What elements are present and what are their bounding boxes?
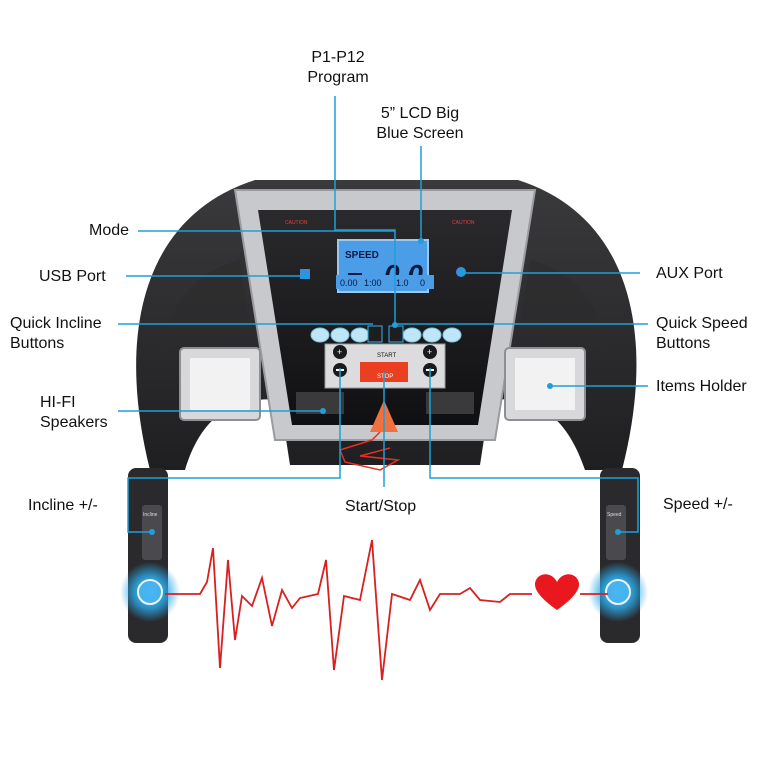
- speed-plus-button[interactable]: [423, 345, 437, 359]
- aux-port-label: AUX Port: [656, 265, 723, 282]
- lcd-small-4: 0: [420, 278, 425, 288]
- items-holder-label: Items Holder: [656, 378, 747, 395]
- lcd-speed-label: SPEED: [345, 250, 379, 261]
- plus-icon: +: [427, 347, 432, 357]
- heart-icon: [534, 574, 580, 610]
- lcd-small-3: 1.0: [396, 278, 409, 288]
- program-label: P1-P12 Program: [307, 49, 369, 86]
- center-panel: [233, 189, 537, 441]
- items-holder-right: [504, 347, 586, 421]
- mode-label: Mode: [89, 222, 130, 239]
- quick-speed-button[interactable]: [422, 327, 442, 343]
- quick-incline-button[interactable]: [310, 327, 330, 343]
- lcd-small-readouts: 0.00 1:00 1.0 0: [336, 275, 434, 289]
- left-handle-label: Incline: [143, 512, 158, 518]
- start-stop-label: Start/Stop: [345, 498, 417, 515]
- quick-incline-button[interactable]: [330, 327, 350, 343]
- quick-speed-button[interactable]: [402, 327, 422, 343]
- quick-incline-label: Quick Incline Buttons: [10, 315, 102, 352]
- caution-left: CAUTION: [285, 220, 308, 226]
- incline-plus-button[interactable]: [333, 345, 347, 359]
- quick-buttons-row: [310, 325, 462, 343]
- plus-icon: +: [337, 347, 342, 357]
- quick-incline-button[interactable]: [350, 327, 370, 343]
- program-button[interactable]: [367, 325, 383, 343]
- speakers-label: HI-FI Speakers: [40, 394, 108, 431]
- lcd-label: 5” LCD Big Blue Screen: [376, 105, 464, 142]
- callout-lines: [118, 96, 648, 533]
- start-stop-panel: START STOP + +: [324, 343, 446, 389]
- start-label: START: [377, 353, 396, 359]
- stop-label: STOP: [377, 374, 393, 380]
- usb-port-label: USB Port: [39, 268, 106, 285]
- incline-label: Incline +/-: [28, 497, 98, 514]
- lcd-small-2: 1:00: [364, 278, 382, 288]
- quick-speed-label: Quick Speed Buttons: [656, 315, 748, 352]
- quick-speed-button[interactable]: [442, 327, 462, 343]
- speed-label: Speed +/-: [663, 496, 733, 513]
- heartbeat-line: [165, 539, 532, 681]
- mode-button[interactable]: [388, 325, 404, 343]
- callout-dots: [149, 238, 621, 535]
- items-holder-left: [179, 347, 261, 421]
- lcd-small-1: 0.00: [340, 278, 358, 288]
- caution-right: CAUTION: [452, 220, 475, 226]
- right-handle-label: Speed: [607, 512, 622, 518]
